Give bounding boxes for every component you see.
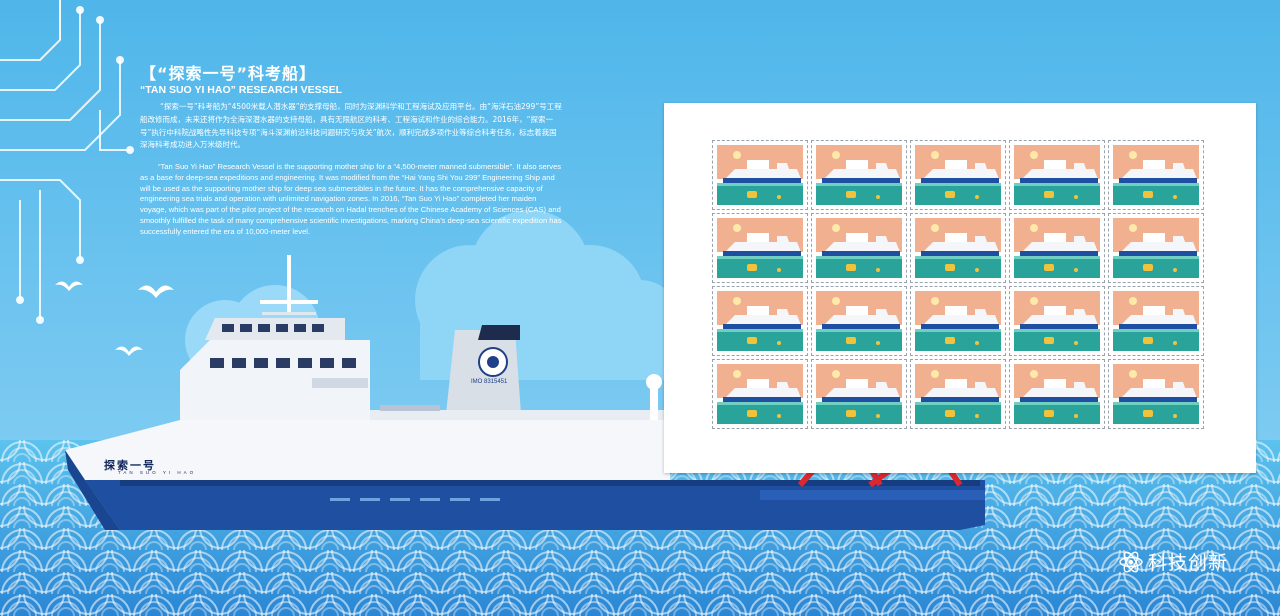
research-ship-stamp-icon (717, 218, 803, 278)
article-body-cn: “探索一号”科考船为“4500米载人潜水器”的支撑母船，同时为深渊科学和工程海试… (140, 102, 562, 150)
ship-imo-number: IMO 8315451 (471, 379, 508, 385)
stamp (811, 213, 907, 283)
stamp (1009, 213, 1105, 283)
atom-icon (1119, 551, 1143, 572)
stamp (1108, 359, 1204, 429)
stamp (1108, 286, 1204, 356)
stamp (712, 359, 808, 429)
research-ship-stamp-icon (915, 364, 1001, 424)
stamp (910, 359, 1006, 429)
research-ship-stamp-icon (1014, 291, 1100, 351)
research-ship-stamp-icon (717, 291, 803, 351)
stamp (910, 140, 1006, 210)
stamp (712, 213, 808, 283)
research-ship-stamp-icon (915, 145, 1001, 205)
stamp (811, 286, 907, 356)
brand-logo: 科技创新 (1118, 548, 1228, 575)
research-ship-stamp-icon (1014, 218, 1100, 278)
research-ship-stamp-icon (1014, 145, 1100, 205)
research-ship-stamp-icon (1113, 291, 1199, 351)
stamp (712, 140, 808, 210)
research-ship-stamp-icon (915, 218, 1001, 278)
brand-text: 科技创新 (1148, 552, 1229, 574)
ship-name-en: TAN SUO YI HAO (118, 470, 197, 475)
stamp (712, 286, 808, 356)
stamp (1009, 286, 1105, 356)
stamp (1108, 213, 1204, 283)
research-ship-stamp-icon (816, 145, 902, 205)
research-ship-stamp-icon (816, 218, 902, 278)
article-title-en: “TAN SUO YI HAO” RESEARCH VESSEL (140, 84, 343, 96)
stamp (910, 286, 1006, 356)
research-ship-stamp-icon (717, 364, 803, 424)
research-ship-stamp-icon (1014, 364, 1100, 424)
stamp-grid (712, 140, 1204, 429)
research-ship-stamp-icon (915, 291, 1001, 351)
ship-name-cn: 探索一号 (104, 459, 156, 472)
research-ship-stamp-icon (816, 364, 902, 424)
stamp (811, 359, 907, 429)
article-title-cn: 【“探索一号”科考船】 (140, 64, 317, 83)
stamp (1009, 140, 1105, 210)
stamp (910, 213, 1006, 283)
seagull-icon (55, 281, 174, 356)
stamp-sheet (664, 103, 1256, 473)
research-ship-stamp-icon (816, 291, 902, 351)
circuit-decoration (0, 0, 130, 320)
research-ship-stamp-icon (717, 145, 803, 205)
stamp (1108, 140, 1204, 210)
stamp (1009, 359, 1105, 429)
research-ship-illustration (65, 255, 985, 530)
stamp (811, 140, 907, 210)
research-ship-stamp-icon (1113, 145, 1199, 205)
article-body-en: “Tan Suo Yi Hao” Research Vessel is the … (140, 162, 562, 236)
research-ship-stamp-icon (1113, 364, 1199, 424)
research-ship-stamp-icon (1113, 218, 1199, 278)
